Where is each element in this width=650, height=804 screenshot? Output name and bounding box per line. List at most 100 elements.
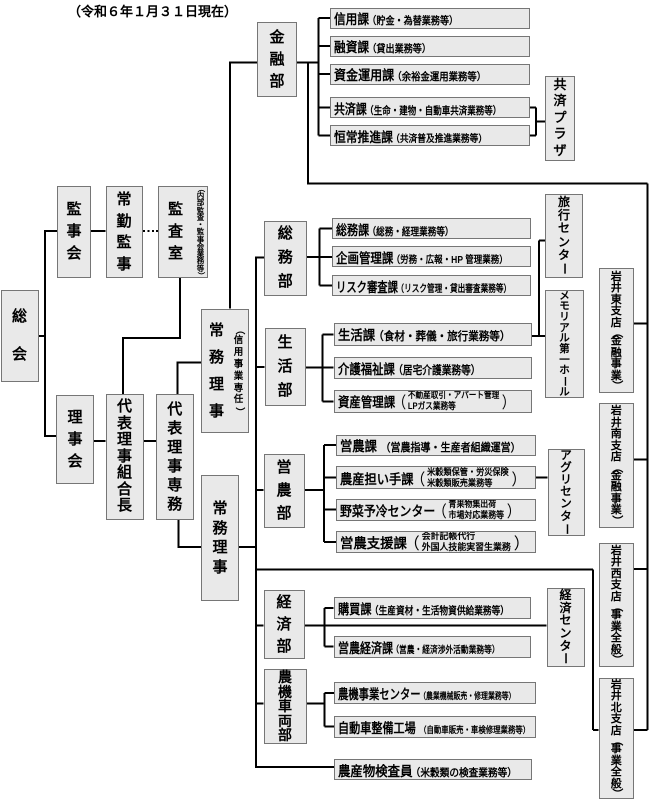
connector-senmu-jomu <box>177 519 201 548</box>
branch-iwai-higashi: 岩井東支店（金融事業） <box>598 268 634 393</box>
connector-soukai-kanjikai <box>38 230 57 337</box>
section-risk-shinsaka: リスク審査課（リスク管理・貸出審査業務等） <box>332 275 531 296</box>
connector-seikatsubu-sections <box>305 333 334 403</box>
section-paren: ） <box>506 503 521 521</box>
section-name: 農機事業センター <box>338 687 421 702</box>
section-note: 市場対応業務等 <box>448 509 505 520</box>
connector-kansashitsu-kumiaicho <box>122 278 181 394</box>
section-desc: （貯金・為替業務等） <box>367 15 459 27</box>
connector-kinyubu-sections <box>297 17 330 137</box>
connector-einoubu-sections <box>304 444 336 543</box>
connector-jomushinyo-kinyubu <box>229 61 257 309</box>
section-desc: （居宅介護業務等） <box>392 364 480 377</box>
node-jomu-riji-shinyo: 常務理事 （信用事業専任） <box>201 308 249 433</box>
section-einou-shienka: 営農支援課（会計記帳代行外国人技能実習生業務） <box>336 531 536 553</box>
section-desc: （米穀類の検査業務等） <box>410 766 517 779</box>
section-note: 米穀類販売業務等 <box>427 477 493 488</box>
section-note-stack: 青果物集出荷市場対応業務等 <box>448 498 505 520</box>
section-somuka: 総務課（総務・経理業務等） <box>332 218 531 239</box>
dept-einou: 営農部 <box>263 453 305 528</box>
section-text: 資金運用課（余裕金運用業務等） <box>334 65 486 84</box>
section-paren: ） <box>511 471 526 489</box>
dept-somu: 総務部 <box>264 220 307 296</box>
section-einoka: 営農課（営農指導・生産者組織運営） <box>336 434 536 456</box>
section-desc: （営農指導・生産者組織運営） <box>380 442 521 454</box>
section-name: 総務課 <box>336 222 370 238</box>
section-text: 介護福祉課（居宅介護業務等） <box>338 358 480 378</box>
section-seikatsuka: 生活課（食材・葬儀・旅行業務等） <box>333 323 532 346</box>
section-name: 営農支援課 <box>340 536 407 551</box>
section-name: 農産物検査員 <box>338 763 413 779</box>
section-name: リスク審査課 <box>336 279 398 295</box>
node-sublabel: （内部監査・監事会業務等） <box>196 184 206 280</box>
section-name: 介護福祉課 <box>337 361 395 377</box>
section-note-stack: 米穀類保管・労災保険米穀類販売業務等 <box>427 466 509 488</box>
section-desc: （食材・葬儀・旅行業務等） <box>372 331 510 344</box>
node-rijikai: 理事会 <box>56 395 94 484</box>
connector-trunk <box>255 256 334 768</box>
section-text: 共済課（生命・建物・自動車共済業務等） <box>334 98 501 117</box>
section-text: 農産物検査員（米穀類の検査業務等） <box>338 760 517 779</box>
node-kansashitsu: 監査室 （内部監査・監事会業務等） <box>158 184 208 280</box>
section-note-stack: 会計記帳代行外国人技能実習生業務 <box>421 532 511 552</box>
section-nosan-ninaiteka: 農産担い手課（米穀類保管・労災保険米穀類販売業務等） <box>336 466 536 489</box>
node-kanjikai: 監事会 <box>57 186 91 278</box>
section-desc: （生産資材・生活物資供給業務等） <box>369 605 509 617</box>
node-daihyo-riji-senmu: 代表理事専務 <box>156 394 194 520</box>
section-kaigo-fukushika: 介護福祉課（居宅介護業務等） <box>333 356 532 379</box>
section-text: 営農支援課（会計記帳代行外国人技能実習生業務） <box>340 532 530 553</box>
node-jokin-kanji: 常勤監事 <box>105 186 143 278</box>
section-name: 資産管理課 <box>337 395 395 411</box>
section-name: 営農課 <box>340 439 377 454</box>
section-note: 青果物集出荷 <box>448 498 497 509</box>
dept-seikatsu: 生活部 <box>264 328 306 406</box>
section-kojo-suishinka: 恒常推進課（共済普及推進業務等） <box>330 125 530 146</box>
section-desc: （自動車販売・車検修理業務等） <box>419 724 531 735</box>
section-desc: （農業機械販売・修理業務等） <box>419 691 516 701</box>
section-text: 融資課（貸出業務等） <box>334 37 431 56</box>
branch-iwai-nishi: 岩井西支店（事業全般） <box>598 542 634 667</box>
section-nosanbutsu-kensain: 農産物検査員（米穀類の検査業務等） <box>334 759 532 780</box>
section-desc: （総務・経理業務等） <box>367 225 454 238</box>
section-paren: （ <box>403 536 420 553</box>
section-name: 融資課 <box>334 40 370 55</box>
section-text: 総務課（総務・経理業務等） <box>336 219 454 238</box>
branch-iwai-minami: 岩井南支店（金融事業） <box>598 402 634 528</box>
section-text: 農機事業センター（農業機械販売・修理業務等） <box>338 683 515 703</box>
node-soukai: 総会 <box>0 290 39 382</box>
section-name: 農産担い手課 <box>340 471 414 487</box>
section-text: 営農課（営農指導・生産者組織運営） <box>340 436 521 455</box>
section-name: 生活課 <box>337 328 375 344</box>
section-name: 企画管理課 <box>336 250 394 266</box>
node-jomu-riji: 常務理事 <box>201 475 239 601</box>
facility-kyosai-plaza: 共済プラザ <box>545 75 575 161</box>
connector-senmu-jomushinyo <box>176 361 201 394</box>
section-name: 共済課 <box>334 101 367 117</box>
section-paren: （ <box>432 503 447 521</box>
dept-noki-sharyo: 農機車両部 <box>263 668 307 744</box>
facility-memorial-hall: メモリアル第一ホール <box>545 290 584 398</box>
dept-kinyu: 金融部 <box>257 22 297 97</box>
facility-keizai-center: 経済センター <box>546 587 585 667</box>
connector-kinyubu-branch-trunk <box>307 62 648 185</box>
section-desc: （リスク管理・貸出審査業務等） <box>396 283 512 295</box>
connector-seikatsuka-ryoko-memorial <box>532 239 545 337</box>
section-name: 野菜予冷センター <box>340 503 436 519</box>
section-desc: （営農・経済渉外活動業務等） <box>390 644 500 656</box>
section-jidosha-seibi-kojo: 自動車整備工場（自動車販売・車検修理業務等） <box>334 715 536 738</box>
section-note: 外国人技能実習生業務 <box>421 542 511 552</box>
section-noki-jigyo-center: 農機事業センター（農業機械販売・修理業務等） <box>334 682 536 704</box>
section-kikaku-kanrika: 企画管理課（労務・広報・HP 管理業務） <box>332 246 531 267</box>
section-note: 米穀類保管・労災保険 <box>427 466 509 477</box>
section-text: 野菜予冷センター（青果物集出荷市場対応業務等） <box>340 498 521 521</box>
section-name: 自動車整備工場 <box>338 720 416 736</box>
section-einou-keizaika: 営農経済課（営農・経済渉外活動業務等） <box>333 635 531 658</box>
section-paren: （ <box>392 395 406 413</box>
section-desc: （共済普及推進業務等） <box>391 133 488 145</box>
section-name: 信用課 <box>334 12 370 27</box>
dept-keizai: 経済部 <box>263 590 305 659</box>
